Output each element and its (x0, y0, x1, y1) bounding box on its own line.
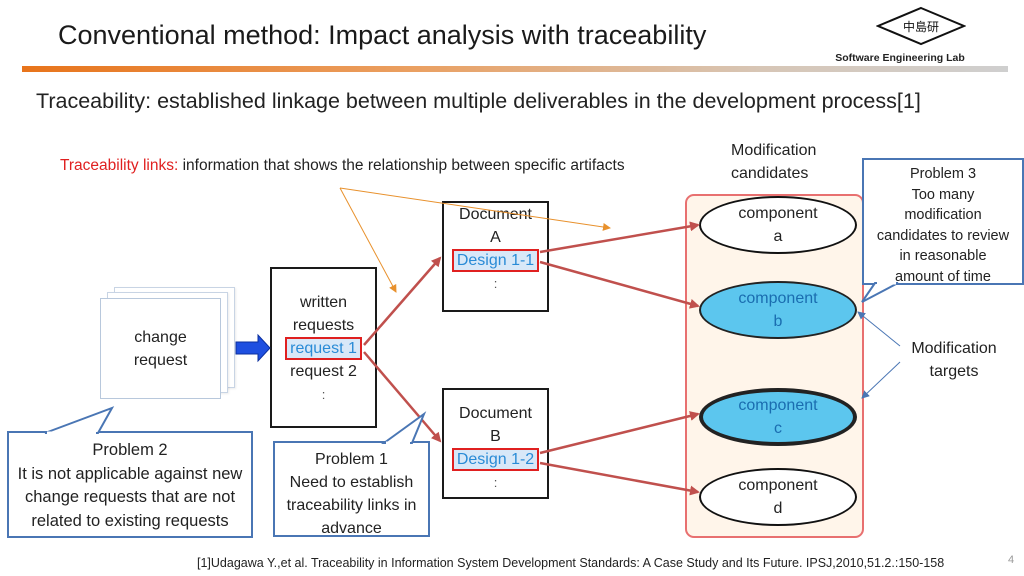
traceability-links-description: information that shows the relationship … (182, 157, 625, 174)
problem2-callout: Problem 2 It is not applicable against n… (7, 431, 253, 538)
document-b-box: Document B Design 1-2 : (442, 388, 549, 499)
footnote-reference: [1]Udagawa Y.,et al. Traceability in Inf… (197, 556, 945, 570)
page-number: 4 (1008, 554, 1015, 566)
change-request-box: change request (100, 298, 221, 399)
problem3-line5: amount of time (895, 268, 991, 285)
problem3-title: Problem 3 (909, 166, 977, 182)
document-a-line2: A (490, 229, 501, 246)
modification-candidates-label: Modification candidates (731, 139, 816, 185)
problem2-line1: It is not applicable against new (17, 464, 243, 483)
problem3-line1: Too many (911, 186, 975, 203)
component-d-line2: d (773, 500, 783, 517)
problem1-line3: advance (321, 520, 382, 537)
slide-title: Conventional method: Impact analysis wit… (58, 20, 707, 50)
document-a-more: : (493, 276, 498, 291)
change-to-written-arrow-icon (235, 333, 271, 363)
problem1-callout: Problem 1 Need to establish traceability… (273, 441, 430, 537)
problem2-tail-icon (44, 406, 115, 434)
modification-targets-line1: Modification (911, 340, 997, 357)
component-a-line1: component (738, 205, 818, 222)
problem1-title: Problem 1 (315, 451, 388, 468)
problem3-line3: candidates to review (876, 227, 1010, 244)
problem3-line4: in reasonable (899, 248, 987, 264)
written-requests-line2: requests (292, 317, 355, 334)
problem2-title: Problem 2 (92, 441, 168, 459)
component-d: component d (699, 468, 857, 526)
modification-targets-label: Modification targets (900, 337, 1008, 383)
lab-logo-text: 中島研 (903, 19, 939, 34)
change-request-line2: request (133, 351, 188, 369)
component-c-line2: c (774, 420, 782, 437)
traceability-links-definition: Traceability links: information that sho… (60, 157, 625, 175)
written-requests-more: : (321, 387, 326, 402)
written-requests-box: written requests request 1 request 2 : (270, 267, 377, 428)
request-2-item: request 2 (290, 363, 357, 380)
document-a-line1: Document (459, 206, 532, 223)
document-b-more: : (493, 475, 498, 490)
targets-to-component-c-arrow-icon (861, 361, 901, 399)
component-c: component c (699, 388, 857, 446)
header-divider-bar (22, 66, 1008, 72)
document-b-line2: B (490, 428, 501, 445)
problem2-line2: change requests that are not (24, 488, 236, 506)
traceability-links-label: Traceability links: (60, 157, 179, 174)
design1-1-to-component-b-arrow-icon (539, 260, 700, 309)
problem3-line2: modification (904, 207, 982, 223)
change-request-line1: change (134, 328, 187, 346)
design-1-2-item: Design 1-2 (451, 448, 540, 471)
lab-name: Software Engineering Lab (835, 52, 965, 64)
design1-1-to-component-a-arrow-icon (539, 221, 700, 254)
document-b-line1: Document (459, 405, 532, 422)
problem1-tail-icon (380, 411, 427, 444)
modification-targets-line2: targets (929, 363, 979, 380)
subtitle: Traceability: established linkage betwee… (36, 89, 921, 113)
component-b-line2: b (773, 313, 783, 330)
component-b-line1: component (738, 290, 818, 307)
problem3-callout: Problem 3 Too many modification candidat… (862, 158, 1024, 285)
component-b: component b (699, 281, 857, 339)
problem2-line3: related to existing requests (31, 511, 229, 530)
problem1-line1: Need to establish (289, 474, 414, 491)
component-a-line2: a (773, 228, 783, 245)
modification-candidates-line1: Modification (731, 142, 817, 159)
document-a-box: Document A Design 1-1 : (442, 201, 549, 312)
design-1-1-item: Design 1-1 (451, 249, 540, 272)
component-c-line1: component (738, 397, 818, 414)
written-requests-line1: written (299, 294, 348, 311)
problem1-line2: traceability links in (286, 497, 417, 514)
component-a: component a (699, 196, 857, 254)
lab-logo-diamond: 中島研 (875, 6, 967, 46)
targets-to-component-b-arrow-icon (857, 311, 901, 347)
design1-2-to-component-d-arrow-icon (539, 461, 700, 496)
modification-candidates-line2: candidates (731, 165, 809, 182)
request-1-item: request 1 (285, 337, 362, 360)
component-d-line1: component (738, 477, 818, 494)
lab-logo: 中島研 (875, 6, 967, 46)
design1-2-to-component-c-arrow-icon (539, 411, 700, 455)
